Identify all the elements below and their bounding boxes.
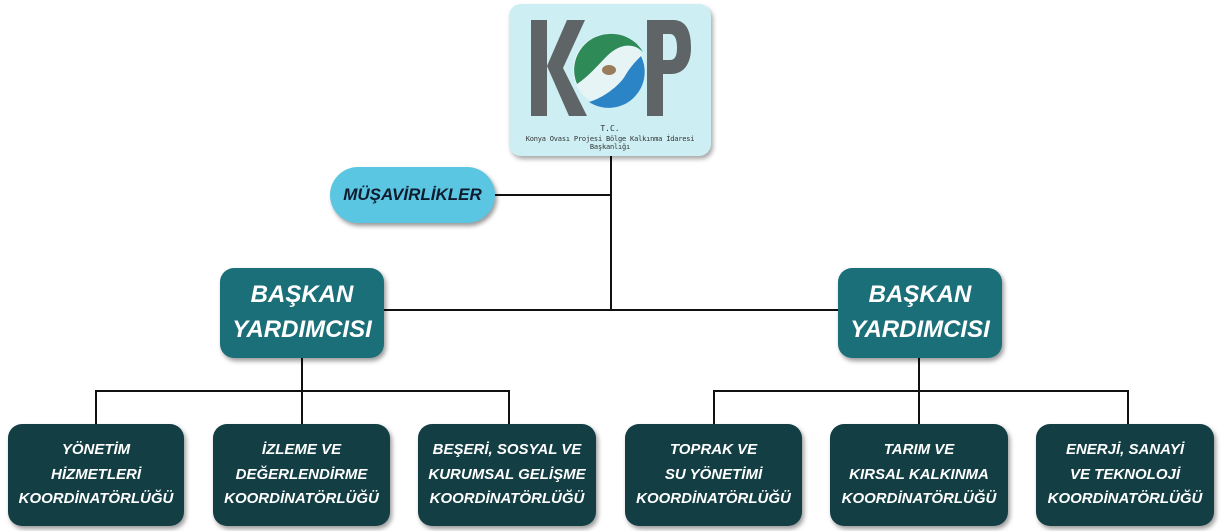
coord-2-line1: İZLEME VE [261,440,342,458]
coordinatorship-human-social-institutional: BEŞERİ, SOSYAL VE KURUMSAL GELİŞME KOORD… [418,424,596,526]
connector-right-branch [713,390,1129,392]
coord-4-line2: SU YÖNETİMİ [664,465,763,483]
vice-president-left-line2: YARDIMCISI [232,316,372,343]
logo-box: T.C. Konya Ovası Projesi Bölge Kalkınma … [509,4,711,156]
coordinatorship-energy-industry-technology: ENERJİ, SANAYİ VE TEKNOLOJİ KOORDİNATÖRL… [1036,424,1214,526]
coord-3-line1: BEŞERİ, SOSYAL VE [432,440,582,458]
connector-coord-3 [508,390,510,424]
vice-president-right-line2: YARDIMCISI [850,316,990,343]
logo-org-text: Konya Ovası Projesi Bölge Kalkınma İdare… [525,135,695,151]
coord-2-line2: DEĞERLENDİRME [235,465,368,483]
coord-5-line1: TARIM VE [883,440,955,458]
connector-vp-bar [384,309,838,311]
connector-vp-left-down [301,357,303,391]
connector-vp-right-down [918,357,920,391]
coord-3-line2: KURUMSAL GELİŞME [428,465,586,483]
connector-logo-to-vp-bar [610,156,612,310]
connector-coord-2 [301,390,303,424]
connector-advisory [495,194,611,196]
vice-president-right: BAŞKAN YARDIMCISI [838,268,1002,358]
advisory-node: MÜŞAVİRLİKLER [330,167,495,223]
coord-1-line3: KOORDİNATÖRLÜĞÜ [18,490,174,508]
connector-coord-1 [95,390,97,424]
logo-tc-text: T.C. [600,124,620,133]
vice-president-left: BAŞKAN YARDIMCISI [220,268,384,358]
coord-6-line2: VE TEKNOLOJİ [1069,465,1181,483]
vice-president-right-line1: BAŞKAN [868,281,972,309]
coord-2-line3: KOORDİNATÖRLÜĞÜ [224,490,379,508]
coord-3-line3: KOORDİNATÖRLÜĞÜ [429,490,585,508]
coord-4-line3: KOORDİNATÖRLÜĞÜ [636,490,791,508]
coordinatorship-agriculture-rural: TARIM VE KIRSAL KALKINMA KOORDİNATÖRLÜĞÜ [830,424,1008,526]
coordinatorship-monitoring-evaluation: İZLEME VE DEĞERLENDİRME KOORDİNATÖRLÜĞÜ [213,424,390,526]
coord-6-line1: ENERJİ, SANAYİ [1065,440,1185,458]
connector-coord-4 [713,390,715,424]
coord-1-line1: YÖNETİM [61,440,131,458]
coord-5-line2: KIRSAL KALKINMA [849,465,989,483]
coordinatorship-soil-water: TOPRAK VE SU YÖNETİMİ KOORDİNATÖRLÜĞÜ [625,424,802,526]
connector-coord-5 [918,390,920,424]
coord-6-line3: KOORDİNATÖRLÜĞÜ [1047,490,1203,508]
coord-4-line1: TOPRAK VE [669,440,758,458]
coord-1-line2: HİZMETLERİ [51,465,141,483]
coord-5-line3: KOORDİNATÖRLÜĞÜ [841,490,997,508]
vice-president-left-line1: BAŞKAN [250,281,354,309]
coordinatorship-management-services: YÖNETİM HİZMETLERİ KOORDİNATÖRLÜĞÜ [8,424,184,526]
connector-coord-6 [1127,390,1129,424]
kop-logo-icon [531,20,691,116]
